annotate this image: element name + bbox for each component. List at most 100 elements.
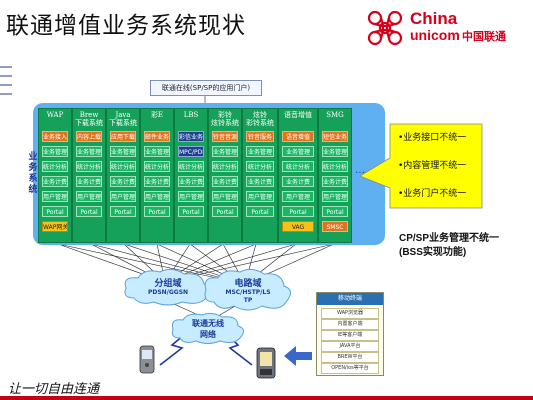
service-function-cell: 统计分析 <box>246 161 274 172</box>
service-function-cell: 业务管理 <box>76 146 102 157</box>
service-function-cell: 邮件业务 <box>144 131 170 142</box>
terminal-item: BREW平台 <box>321 352 379 363</box>
terminal-item: 内置客户端 <box>321 319 379 330</box>
service-function-cell: Portal <box>322 206 348 217</box>
terminal-item: WAP浏览器 <box>321 308 379 319</box>
service-function-cell: 用户管理 <box>110 191 136 202</box>
service-column-title: LBS <box>183 111 199 119</box>
logo-text-unicom: unicom <box>410 27 460 43</box>
service-function-cell: 业务计费 <box>110 176 136 187</box>
service-function-cell: MPC/PDE <box>178 146 204 157</box>
packet-domain-label: 分组域 <box>154 279 182 289</box>
service-function-cell: 业务管理 <box>144 146 170 157</box>
smartphone-icon <box>256 347 276 379</box>
service-function-cell: 用户管理 <box>282 191 314 202</box>
terminal-item: JAVA平台 <box>321 341 379 352</box>
service-function-cell: 内容上载 <box>76 131 102 142</box>
service-function-cell: 铃音音源 <box>212 131 238 142</box>
callout-item: •业务接口不统一 <box>398 133 467 143</box>
wireless-network-label-1: 联通无线 <box>192 319 224 328</box>
service-function-cell: Portal <box>76 206 102 217</box>
circuit-domain-label: 电路域 <box>234 279 262 289</box>
service-column-title: 炫铃 彩铃系统 <box>246 111 274 127</box>
callout-item: •业务门户不统一 <box>398 189 467 199</box>
service-function-cell: Portal <box>178 206 204 217</box>
service-function-cell: 统计分析 <box>212 161 238 172</box>
service-function-cell: 业务计费 <box>42 176 68 187</box>
service-function-cell: 业务计费 <box>144 176 170 187</box>
service-function-cell: 业务计费 <box>282 176 314 187</box>
service-function-cell: WAP网关 <box>42 221 68 232</box>
footer-slogan: 让一切自由连通 <box>8 382 100 397</box>
service-function-cell: 铃音服务 <box>246 131 274 142</box>
summary-line-1: CP/SP业务管理不统一 <box>399 233 500 244</box>
service-function-cell: SMSC <box>322 221 348 232</box>
wireless-network-cloud <box>171 312 244 344</box>
service-column-title: WAP <box>46 111 64 119</box>
mobile-phone-icon <box>139 345 155 374</box>
footer-bar <box>0 396 533 400</box>
service-function-cell: 业务管理 <box>42 146 68 157</box>
service-column-title: SMG <box>326 111 344 119</box>
terminal-item: OPEN/ios等平台 <box>321 363 379 374</box>
page-title: 联通增值业务系统现状 <box>6 13 246 39</box>
terminal-item: IE等客户端 <box>321 330 379 341</box>
service-function-cell: 统计分析 <box>42 161 68 172</box>
service-column-title: Brew 下载系统 <box>75 111 103 127</box>
service-function-cell: 业务管理 <box>282 146 314 157</box>
service-function-cell: 用户管理 <box>178 191 204 202</box>
service-function-cell: Portal <box>42 206 68 217</box>
arrow-icon <box>284 346 312 366</box>
service-function-cell: 业务计费 <box>322 176 348 187</box>
service-function-cell: 业务管理 <box>246 146 274 157</box>
service-function-cell: 用户管理 <box>246 191 274 202</box>
service-column-title: 语音增值 <box>284 111 312 119</box>
unicom-online-portal: 联通在线(SP/SP的应用门户) <box>150 80 262 96</box>
logo-text-chinese: 中国联通 <box>462 30 506 43</box>
terminal-panel-title: 移动终端 <box>317 293 383 305</box>
service-function-cell: 统计分析 <box>76 161 102 172</box>
service-column-title: 彩铃 炫铃系统 <box>211 111 239 127</box>
service-function-cell: 用户管理 <box>322 191 348 202</box>
packet-domain-sub: PDSN/GGSN <box>147 289 189 296</box>
service-function-cell: 统计分析 <box>144 161 170 172</box>
circuit-domain-cloud <box>204 268 291 311</box>
service-function-cell: 统计分析 <box>282 161 314 172</box>
service-function-cell: 彩信业务 <box>178 131 204 142</box>
service-function-cell: 业务计费 <box>212 176 238 187</box>
circuit-domain-sub: MSC/HSTP/LS <box>225 289 271 296</box>
service-column-title: 彩E <box>150 111 164 119</box>
service-function-cell: VAG <box>282 221 314 232</box>
service-function-cell: Portal <box>110 206 136 217</box>
service-function-cell: Portal <box>282 206 314 217</box>
service-function-cell: Portal <box>212 206 238 217</box>
packet-domain-cloud <box>124 268 211 306</box>
service-function-cell: 用户管理 <box>144 191 170 202</box>
service-function-cell: 语音增值 <box>282 131 314 142</box>
callout-box <box>360 123 483 209</box>
service-function-cell: 业务管理 <box>322 146 348 157</box>
service-column: 炫铃 彩铃系统铃音服务业务管理统计分析业务计费用户管理 Portal <box>242 108 278 243</box>
service-function-cell: 业务接入 <box>42 131 68 142</box>
service-function-cell: 短信业务 <box>322 131 348 142</box>
service-function-cell: 统计分析 <box>110 161 136 172</box>
service-function-cell: 用户管理 <box>76 191 102 202</box>
left-decoration <box>0 66 12 95</box>
service-function-cell: Portal <box>246 206 274 217</box>
service-function-cell: 统计分析 <box>322 161 348 172</box>
unicom-knot-icon <box>367 10 403 46</box>
service-function-cell: 用户管理 <box>42 191 68 202</box>
service-function-cell: 用户管理 <box>212 191 238 202</box>
mobile-terminal-panel: 移动终端 WAP浏览器 内置客户端 IE等客户端 JAVA平台 BREW平台 O… <box>316 292 384 376</box>
service-function-cell: 业务计费 <box>246 176 274 187</box>
side-label: 业 务 系 统 <box>28 152 38 195</box>
service-function-cell: 应用下载 <box>110 131 136 142</box>
